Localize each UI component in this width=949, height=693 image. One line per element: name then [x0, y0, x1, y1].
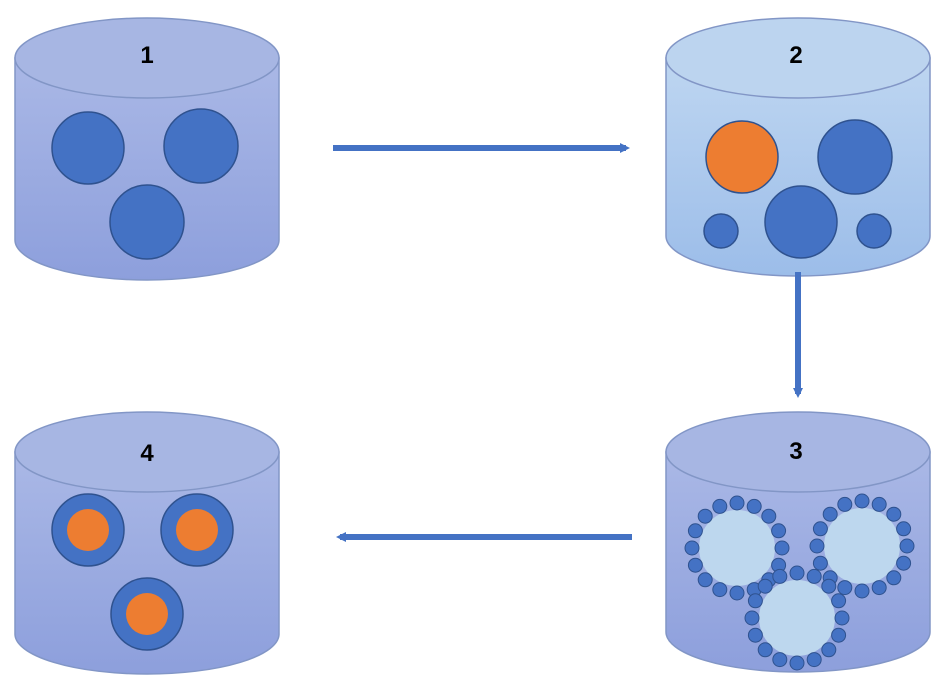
small-bead [684, 540, 700, 556]
cylinder-2: 2 [665, 17, 931, 277]
bead-shells [684, 493, 915, 671]
small-bead [772, 568, 788, 584]
small-bead [822, 506, 838, 522]
small-bead [687, 523, 703, 539]
blue-particle [51, 111, 125, 185]
small-blue-particle [703, 213, 739, 249]
small-bead [757, 642, 773, 658]
small-bead [697, 508, 713, 524]
small-bead [697, 572, 713, 588]
cylinder-3-label: 3 [789, 438, 802, 465]
small-bead [886, 506, 902, 522]
small-bead [712, 582, 728, 598]
pale-core [699, 510, 775, 586]
small-bead [854, 583, 870, 599]
small-bead [729, 585, 745, 601]
blue-particle [764, 185, 838, 259]
small-bead [812, 521, 828, 537]
small-bead [789, 565, 805, 581]
cylinder-4: 4 [14, 411, 280, 675]
small-bead [747, 593, 763, 609]
pale-core [759, 580, 835, 656]
small-bead [831, 627, 847, 643]
small-bead [831, 593, 847, 609]
small-bead [871, 496, 887, 512]
cylinder-1: 1 [14, 17, 280, 281]
small-bead [886, 570, 902, 586]
small-bead [821, 642, 837, 658]
small-bead [761, 508, 777, 524]
small-bead [757, 578, 773, 594]
cylinder-4-label: 4 [140, 440, 154, 467]
small-bead [771, 523, 787, 539]
small-bead [729, 495, 745, 511]
small-bead [871, 580, 887, 596]
small-blue-particle [856, 213, 892, 249]
cylinder-3: 3 [665, 411, 931, 673]
small-bead [712, 498, 728, 514]
small-bead [772, 652, 788, 668]
cylinder-1-label: 1 [140, 42, 153, 69]
coated-particle-core [67, 509, 109, 551]
small-bead [687, 557, 703, 573]
small-bead [812, 555, 828, 571]
cylinder-2-label: 2 [789, 42, 802, 69]
small-bead [837, 580, 853, 596]
small-bead [746, 498, 762, 514]
small-bead [837, 496, 853, 512]
small-bead [834, 610, 850, 626]
orange-particle [705, 120, 779, 194]
coated-particle-core [126, 593, 168, 635]
coated-particle-core [176, 509, 218, 551]
small-bead [896, 555, 912, 571]
small-bead [744, 610, 760, 626]
pale-core [824, 508, 900, 584]
small-bead [899, 538, 915, 554]
blue-particle [817, 119, 893, 195]
small-bead [809, 538, 825, 554]
small-bead [774, 540, 790, 556]
blue-particle [109, 184, 185, 260]
small-bead [747, 627, 763, 643]
small-bead [896, 521, 912, 537]
blue-particle [163, 108, 239, 184]
small-bead [806, 568, 822, 584]
small-bead [806, 652, 822, 668]
small-bead [821, 578, 837, 594]
small-bead [854, 493, 870, 509]
small-bead [789, 655, 805, 671]
